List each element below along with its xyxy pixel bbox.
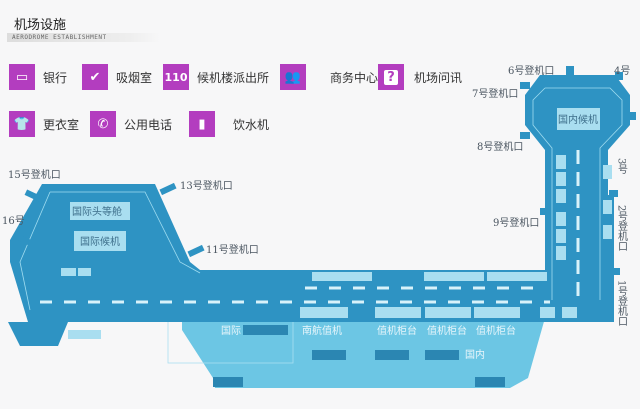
page-title: 机场设施	[14, 18, 67, 33]
domestic-label: 国内	[465, 348, 485, 361]
gate-8-label: 8号登机口	[477, 140, 523, 153]
west-pier	[10, 184, 550, 322]
gate-4-label: 4号	[614, 65, 630, 77]
smoking-room-icon: ✔	[82, 64, 108, 90]
checkin-counter-label: 值机柜台	[377, 324, 417, 337]
page-subtitle: AERODROME ESTABLISHMENT	[7, 33, 160, 42]
public-phone-icon: ✆	[90, 111, 116, 137]
legend-information: ? 机场问讯	[378, 64, 462, 90]
intl-waiting-label: 国际候机	[80, 235, 120, 248]
departure-hall	[182, 318, 545, 388]
legend-smoking-room: ✔ 吸烟室	[82, 64, 152, 90]
gate-15-label: 15号登机口	[8, 168, 61, 181]
intl-first-class-label: 国际头等舱	[72, 205, 122, 218]
changing-room-icon: 👕	[9, 111, 35, 137]
legend-police: 110 候机楼派出所	[163, 64, 269, 90]
gate-11-label: 11号登机口	[206, 243, 259, 256]
gate-13-label: 13号登机口	[180, 179, 233, 192]
checkin-counter-label: 值机柜台	[427, 324, 467, 337]
legend-bank: ▭ 银行	[9, 64, 67, 90]
west-stub	[8, 322, 68, 346]
legend-label: 银行	[43, 70, 68, 85]
gate-7-label: 7号登机口	[472, 87, 518, 100]
legend-label: 机场问讯	[414, 70, 463, 85]
checkin-counter-label: 值机柜台	[476, 324, 516, 337]
legend-label: 吸烟室	[116, 70, 153, 85]
water-dispenser-icon: ▮	[189, 111, 215, 137]
legend-water-dispenser: ▮ 饮水机	[189, 111, 269, 137]
domestic-waiting-label: 国内候机	[558, 113, 598, 126]
china-southern-checkin-label: 南航值机	[302, 324, 342, 337]
gate-3-label: 3号	[616, 158, 628, 175]
legend-business-center: 👥 商务中心	[280, 64, 378, 90]
gate-9-label: 9号登机口	[493, 216, 539, 229]
gate-2-label: 2号登机口	[616, 205, 628, 251]
legend-changing-room: 👕 更衣室	[9, 111, 79, 137]
legend-label: 饮水机	[233, 117, 270, 132]
legend-public-phone: ✆ 公用电话	[90, 111, 172, 137]
legend-label: 公用电话	[124, 117, 173, 132]
police-icon: 110	[163, 64, 189, 90]
intl-label: 国际	[221, 325, 241, 337]
information-icon: ?	[378, 64, 404, 90]
legend-label: 更衣室	[43, 117, 80, 132]
gate-6-label: 6号登机口	[508, 64, 554, 77]
business-center-icon: 👥	[280, 64, 306, 90]
bank-icon: ▭	[9, 64, 35, 90]
legend-label: 商务中心	[330, 70, 379, 85]
gate-16-label: 16号	[2, 215, 25, 227]
gate-1-label: 1号登机口	[616, 280, 628, 326]
legend-label: 候机楼派出所	[197, 70, 270, 85]
